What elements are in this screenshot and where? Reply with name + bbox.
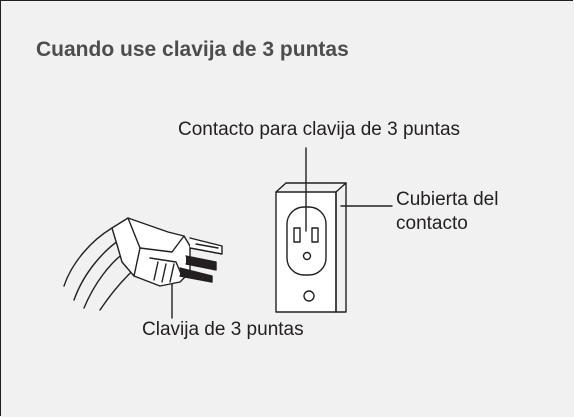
three-prong-receptacle xyxy=(286,206,327,302)
outlet-label: Contacto para clavija de 3 puntas xyxy=(178,119,461,140)
outlet-cover-label-line2: contacto xyxy=(396,213,468,234)
section-title: Cuando use clavija de 3 puntas xyxy=(36,38,349,61)
three-prong-plug xyxy=(63,217,223,311)
plug-label: Clavija de 3 puntas xyxy=(142,319,304,340)
outlet-cover-label-line1: Cubierta del xyxy=(396,189,499,210)
outlet-cover-label: Cubierta del contacto xyxy=(396,188,498,236)
